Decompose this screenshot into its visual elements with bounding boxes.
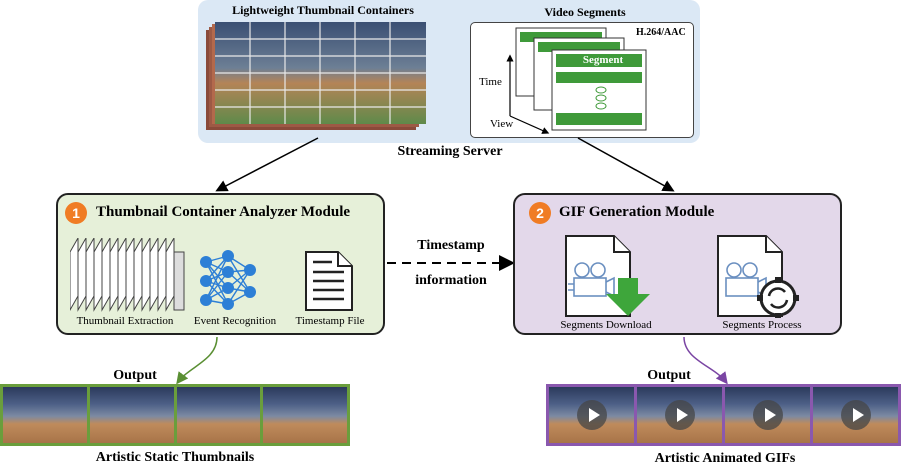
static-thumbnails-caption: Artistic Static Thumbnails [95, 450, 255, 465]
thumbnail-stack-icon [70, 238, 185, 312]
view-axis-label: View [490, 118, 514, 130]
analyzer-output-label: Output [113, 368, 157, 383]
play-icon [576, 400, 607, 430]
analyzer-module-title: Thumbnail Container Analyzer Module [96, 204, 351, 220]
static-thumbnail [89, 387, 174, 443]
connector-line2: information [415, 273, 487, 288]
step-thumbnail-extraction: Thumbnail Extraction [76, 315, 174, 327]
static-thumbnails-strip [0, 384, 350, 446]
connector-line1: Timestamp [417, 238, 485, 253]
document-icon [305, 251, 353, 311]
segment-stack-diagram [506, 27, 647, 134]
animated-gif [549, 387, 634, 443]
static-thumbnail [3, 387, 87, 443]
video-camera-download-icon [565, 235, 650, 317]
codec-label: H.264/AAC [636, 27, 686, 38]
animated-gif [725, 387, 810, 443]
module-number-badge-2: 2 [529, 202, 551, 224]
play-icon [664, 400, 695, 430]
neural-network-icon [200, 250, 256, 310]
thumbnail-containers-title: Lightweight Thumbnail Containers [232, 3, 414, 17]
time-axis-label: Time [479, 76, 502, 88]
static-thumbnail [263, 387, 347, 443]
animated-gifs-strip [546, 384, 901, 446]
thumbnail-container-stack [206, 22, 426, 130]
gif-output-label: Output [647, 368, 691, 383]
animated-gif [637, 387, 722, 443]
play-icon [752, 400, 783, 430]
gif-module-title: GIF Generation Module [559, 204, 715, 220]
step-timestamp-file: Timestamp File [295, 315, 365, 327]
segment-label: Segment [582, 54, 624, 66]
animated-gif [813, 387, 898, 443]
step-segments-download: Segments Download [560, 319, 652, 331]
streaming-server-label: Streaming Server [397, 144, 503, 159]
step-segments-process: Segments Process [722, 319, 802, 331]
module-number-badge-1: 1 [65, 202, 87, 224]
animated-gifs-caption: Artistic Animated GIFs [654, 451, 796, 466]
video-segments-title: Video Segments [544, 5, 626, 19]
play-icon [840, 400, 871, 430]
static-thumbnail [176, 387, 261, 443]
step-event-recognition: Event Recognition [193, 315, 277, 327]
video-camera-process-icon [717, 235, 799, 318]
